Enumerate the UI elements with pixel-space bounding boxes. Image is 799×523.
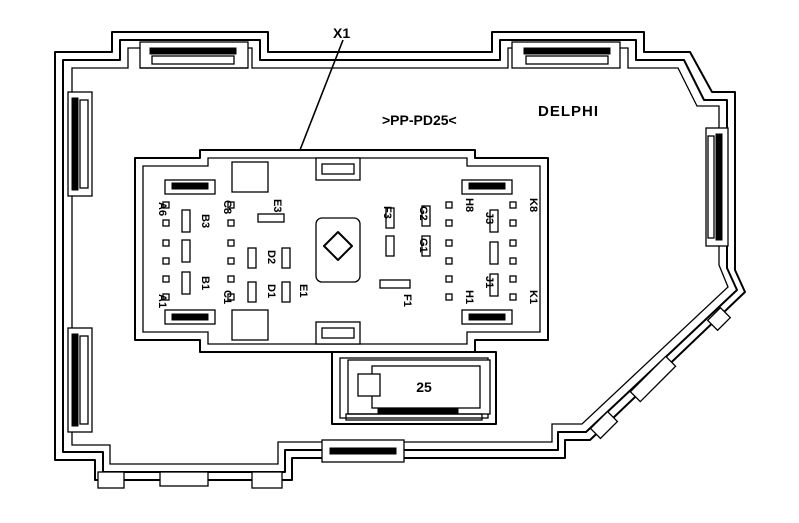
label-b1: B1	[199, 276, 211, 290]
label-f3: F3	[381, 206, 393, 219]
cavity-column-g	[421, 205, 431, 257]
fuse-block-25	[331, 351, 497, 425]
label-h1: H1	[463, 290, 475, 304]
cavity-column-d	[247, 247, 257, 303]
label-a6: A6	[156, 202, 168, 216]
label-d2: D2	[265, 250, 277, 264]
x1-leader-line	[299, 39, 344, 151]
label-h8: H8	[463, 198, 475, 212]
bottom-latch	[321, 439, 405, 463]
label-g2: G2	[417, 206, 429, 221]
left-latch-upper	[67, 91, 93, 197]
cavity-column-b	[181, 209, 191, 295]
cavity-column-e	[257, 213, 291, 303]
label-k1: K1	[527, 290, 539, 304]
diagonal-tabs	[589, 306, 732, 440]
label-a1: A1	[156, 294, 168, 308]
part-code: >PP-PD25<	[382, 112, 457, 128]
label-e1: E1	[297, 284, 309, 297]
housing-outline	[54, 31, 746, 481]
bottom-feet	[97, 471, 283, 489]
cavity-column-a	[162, 201, 170, 301]
top-latch-right	[511, 41, 621, 69]
cavity-column-j	[489, 209, 499, 297]
cavity-column-c	[227, 201, 235, 301]
label-j1: J1	[483, 276, 495, 288]
label-j3: J3	[483, 212, 495, 224]
left-latch-lower	[67, 327, 93, 433]
connector-x1	[134, 149, 549, 353]
label-g1: G1	[417, 238, 429, 253]
label-c8: C8	[221, 200, 233, 214]
brand-logo: DELPHI	[538, 103, 599, 120]
label-b3: B3	[199, 214, 211, 228]
fuse-block-number: 25	[416, 379, 432, 395]
right-latch	[705, 127, 729, 247]
label-k8: K8	[527, 198, 539, 212]
cavity-column-f	[379, 207, 411, 289]
label-c1: C1	[221, 290, 233, 304]
label-d1: D1	[265, 284, 277, 298]
cavity-column-k	[509, 201, 517, 301]
cavity-column-h	[445, 201, 453, 301]
label-f1: F1	[401, 294, 413, 307]
connector-label: X1	[333, 25, 350, 41]
top-latch-left	[139, 41, 249, 69]
label-e3: E3	[271, 199, 283, 212]
